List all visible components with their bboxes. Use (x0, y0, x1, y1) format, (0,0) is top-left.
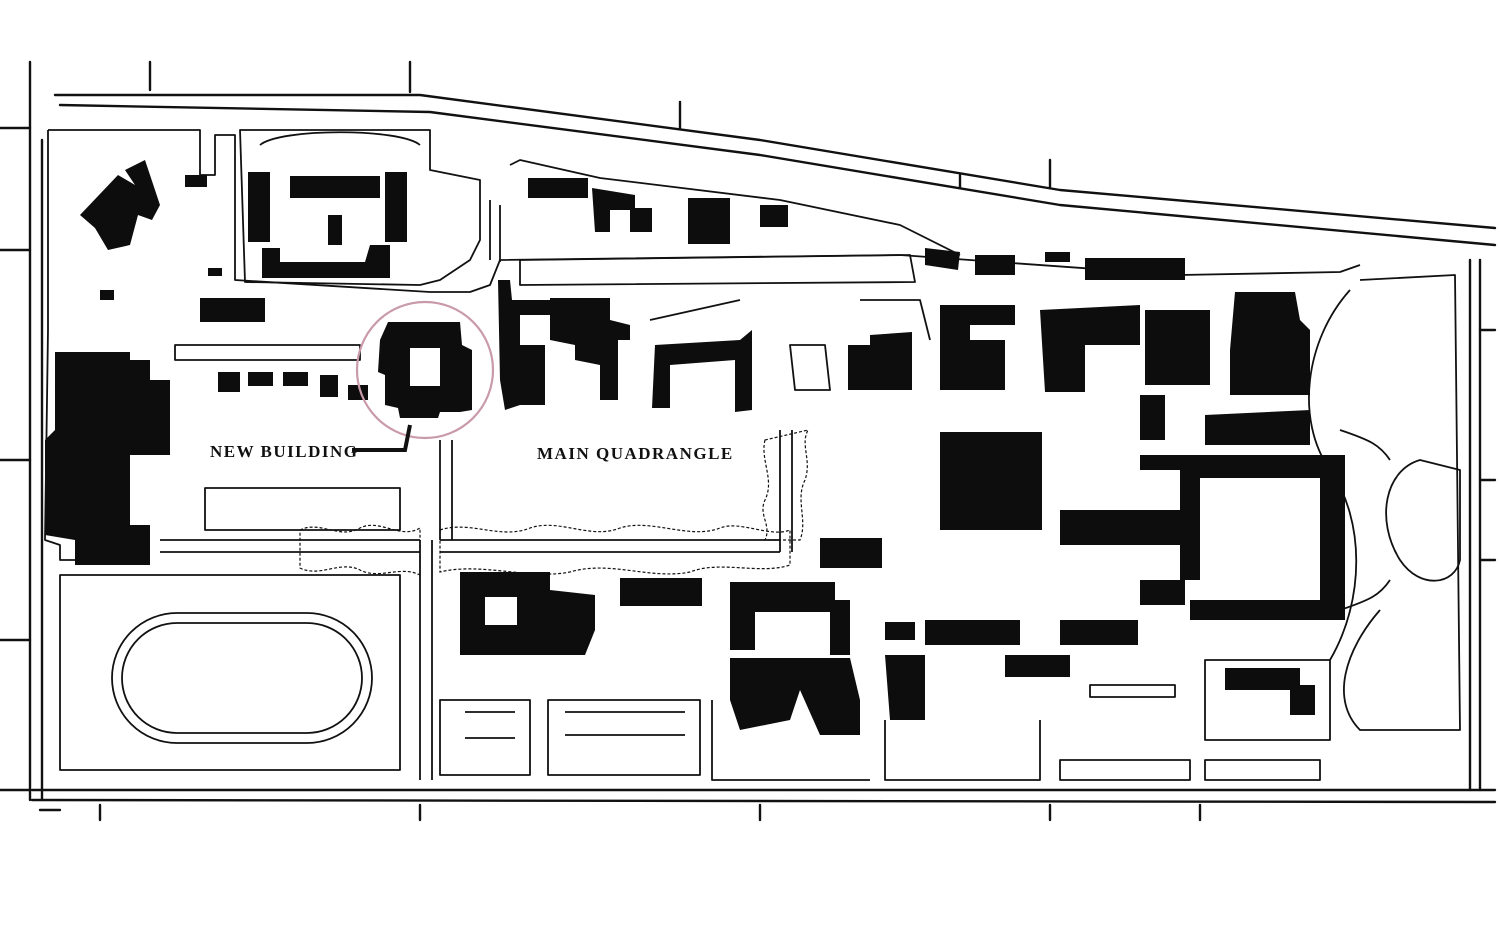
east-quadrangle (1140, 455, 1345, 620)
running-track-inner (121, 622, 363, 734)
building-east-1 (940, 305, 1015, 390)
new-building-courtyard (410, 348, 440, 386)
buildings (45, 160, 1345, 735)
north-quad-south-wing (262, 245, 390, 278)
label-new-building: NEW BUILDING (210, 442, 359, 461)
building-northwest (80, 160, 160, 250)
building-east-3 (1230, 292, 1310, 395)
quad-building-west (498, 280, 550, 410)
tree-rows (299, 429, 810, 576)
north-quad-west-wing (248, 172, 270, 242)
south-building-east (730, 582, 850, 655)
running-track-outer (111, 612, 373, 744)
north-quad-east-wing (385, 172, 407, 242)
new-building-highlight-circle (355, 300, 495, 440)
quad-building-center (550, 298, 630, 400)
south-building-courtyard (460, 572, 595, 655)
north-quad-north-wing (290, 176, 380, 198)
new-building-leader-line (352, 424, 412, 452)
west-hall (45, 352, 170, 565)
north-service-building (688, 198, 730, 244)
central-square-building (940, 432, 1042, 530)
building-east-2 (1040, 305, 1140, 392)
south-hall (730, 658, 860, 735)
label-main-quadrangle: MAIN QUADRANGLE (537, 444, 734, 463)
quad-building-east (652, 330, 752, 412)
